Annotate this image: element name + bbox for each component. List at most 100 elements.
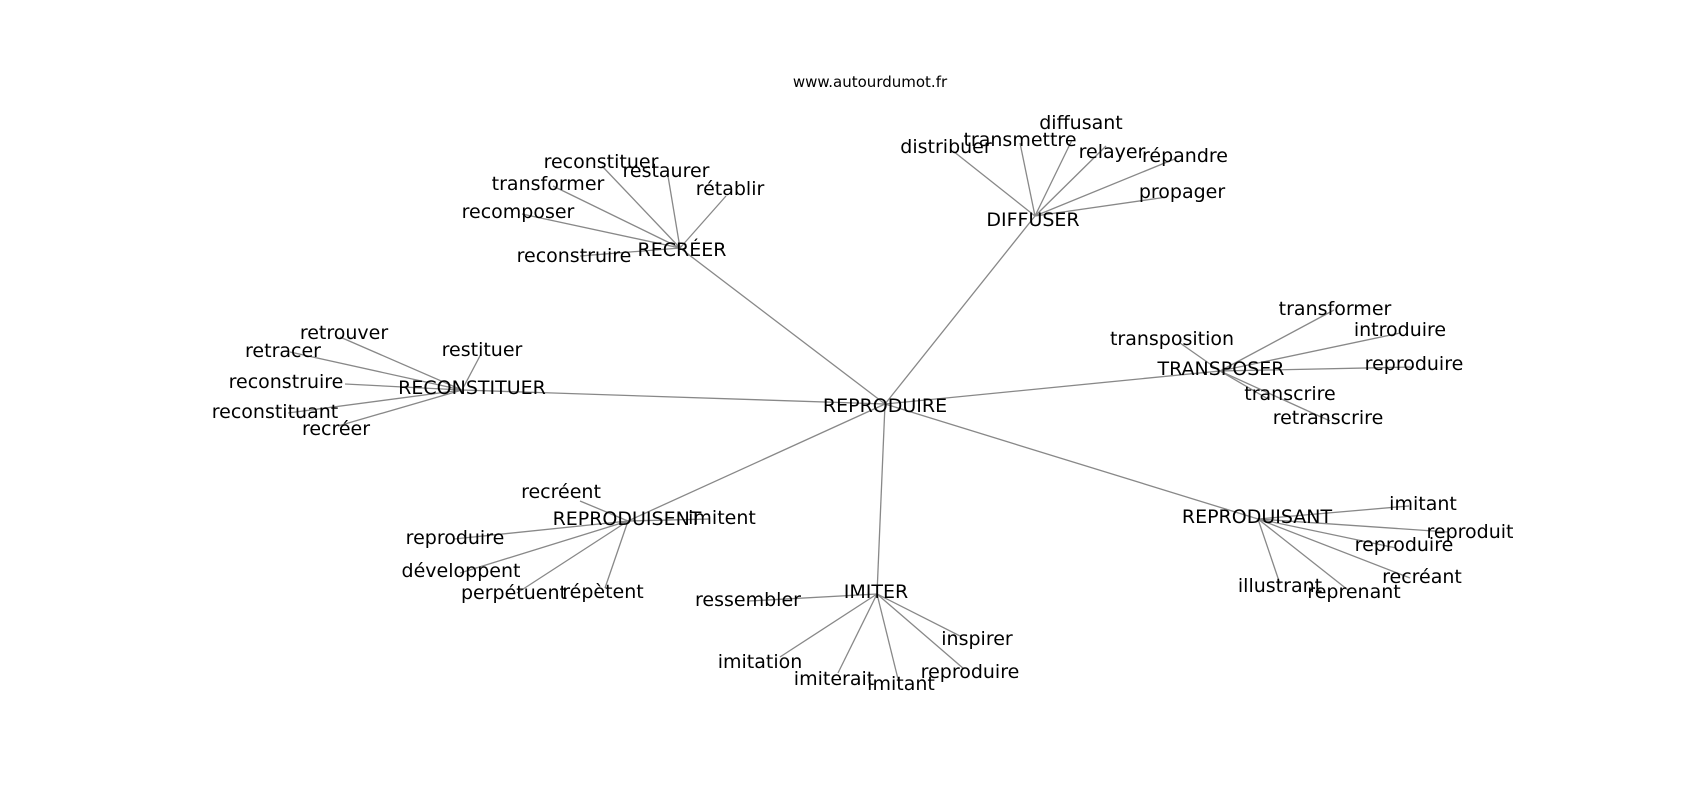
node-leaf-perpetuent[interactable]: perpétuent [461, 582, 567, 604]
node-leaf-recreant[interactable]: recréant [1382, 566, 1462, 588]
node-leaf-restaurer[interactable]: restaurer [622, 160, 709, 182]
edge-transposer-reproduire [1219, 366, 1415, 372]
edge-transposer-transformer [1219, 309, 1335, 372]
edge-center-reproduisent [627, 403, 886, 522]
node-hub-diffuser[interactable]: DIFFUSER [986, 209, 1079, 231]
node-leaf-reproduit[interactable]: reproduit [1427, 521, 1514, 543]
edge-center-diffuser [884, 215, 1036, 405]
node-leaf-recreer[interactable]: recréer [302, 418, 370, 440]
node-leaf-imitation[interactable]: imitation [718, 651, 803, 673]
edge-diffuser-repandre [1034, 157, 1178, 217]
edge-recreer-reconstituer [601, 165, 681, 249]
node-leaf-recreent[interactable]: recréent [521, 481, 601, 503]
edge-imiter-ressembler [748, 593, 878, 602]
edge-reproduisant-reproduit [1257, 518, 1449, 533]
node-leaf-imiterait[interactable]: imiterait [794, 668, 874, 690]
node-leaf-restituer[interactable]: restituer [442, 339, 523, 361]
edge-imiter-imiterait [837, 593, 878, 674]
node-leaf-relayer[interactable]: relayer [1079, 141, 1146, 163]
edge-transposer-introduire [1219, 332, 1401, 372]
node-leaf-imitant[interactable]: imitant [1389, 493, 1457, 515]
edge-diffuser-transmettre [1019, 142, 1036, 217]
edge-center-recreer [679, 247, 886, 405]
edge-reproduisant-reprenant [1257, 518, 1349, 591]
node-leaf-diffusant[interactable]: diffusant [1039, 112, 1123, 134]
node-leaf-reconstituer[interactable]: reconstituer [544, 151, 659, 173]
edge-reconstituer-retracer [289, 351, 463, 391]
edge-reproduisent-perpetuent [516, 520, 629, 594]
node-leaf-reconstruire[interactable]: reconstruire [229, 371, 344, 393]
edge-reproduisant-recreant [1257, 518, 1411, 579]
node-leaf-imitent[interactable]: imitent [688, 507, 756, 529]
node-leaf-propager[interactable]: propager [1139, 181, 1226, 203]
node-leaf-transposition[interactable]: transposition [1110, 328, 1234, 350]
node-hub-reconstituer[interactable]: RECONSTITUER [398, 377, 546, 399]
node-leaf-developpent[interactable]: développent [402, 560, 521, 582]
node-leaf-reconstruire[interactable]: reconstruire [517, 245, 632, 267]
edge-recreer-transformer [552, 185, 681, 249]
edge-reproduisent-repetent [604, 520, 629, 589]
node-leaf-repandre[interactable]: répandre [1142, 145, 1228, 167]
node-hub-reproduisent[interactable]: REPRODUISENT [553, 508, 702, 530]
edge-imiter-imitant [876, 593, 900, 684]
node-leaf-transcrire[interactable]: transcrire [1244, 383, 1335, 405]
edge-transposer-transcrire [1219, 370, 1269, 400]
node-leaf-recomposer[interactable]: recomposer [462, 201, 575, 223]
edge-transposer-retranscrire [1219, 370, 1331, 422]
edge-reproduisent-imitent [627, 518, 711, 522]
node-leaf-reprenant[interactable]: reprenant [1307, 581, 1400, 603]
edge-diffuser-distribuer [952, 150, 1036, 217]
node-leaf-transformer[interactable]: transformer [1279, 298, 1392, 320]
node-hub-transposer[interactable]: TRANSPOSER [1157, 358, 1285, 380]
node-leaf-retablir[interactable]: rétablir [696, 178, 765, 200]
edge-reconstituer-reconstituant [287, 389, 463, 414]
edge-reconstituer-retrouver [339, 336, 463, 391]
node-hub-reproduisant[interactable]: REPRODUISANT [1182, 506, 1333, 528]
node-leaf-retracer[interactable]: retracer [245, 340, 321, 362]
node-leaf-reproduire[interactable]: reproduire [1355, 534, 1454, 556]
graph-edges [287, 139, 1449, 684]
node-leaf-distribuer[interactable]: distribuer [900, 136, 992, 158]
edge-diffuser-propager [1034, 196, 1168, 217]
edge-reproduisant-reproduire [1257, 518, 1397, 549]
edge-diffuser-relayer [1034, 145, 1107, 217]
edge-reconstituer-restituer [461, 353, 482, 391]
node-leaf-reconstituant[interactable]: reconstituant [212, 401, 338, 423]
node-leaf-ressembler[interactable]: ressembler [695, 589, 801, 611]
node-leaf-reproduire[interactable]: reproduire [1365, 353, 1464, 375]
node-leaf-illustrant[interactable]: illustrant [1238, 575, 1322, 597]
edge-reproduisent-reproduire [453, 520, 629, 540]
edge-reconstituer-reconstruire [344, 383, 463, 391]
node-leaf-inspirer[interactable]: inspirer [941, 628, 1013, 650]
edge-transposer-transposition [1179, 342, 1221, 372]
edge-reproduisant-imitant [1257, 505, 1410, 520]
node-leaf-retrouver[interactable]: retrouver [300, 322, 389, 344]
edge-center-imiter [876, 403, 886, 595]
node-leaf-introduire[interactable]: introduire [1354, 319, 1446, 341]
node-leaf-transformer[interactable]: transformer [492, 173, 605, 195]
edge-reproduisant-illustrant [1257, 518, 1281, 585]
edge-imiter-inspirer [876, 593, 961, 637]
edge-reproduisent-developpent [459, 520, 629, 574]
node-leaf-retranscrire[interactable]: retranscrire [1273, 407, 1384, 429]
site-watermark: www.autourdumot.fr [793, 73, 948, 91]
edge-recreer-reconstruire [579, 247, 681, 257]
edge-imiter-reproduire [876, 593, 965, 670]
node-hub-recreer[interactable]: RECRÉER [638, 238, 727, 261]
edge-center-reconstituer [461, 389, 886, 405]
node-leaf-transmettre[interactable]: transmettre [963, 129, 1076, 151]
node-leaf-reproduire[interactable]: reproduire [406, 527, 505, 549]
node-hub-imiter[interactable]: IMITER [844, 581, 908, 603]
edge-reconstituer-recreer [337, 389, 463, 427]
node-leaf-repetent[interactable]: répètent [562, 581, 643, 603]
edge-recreer-recomposer [521, 213, 681, 249]
node-leaf-imitant[interactable]: imitant [867, 673, 935, 695]
edge-center-reproduisant [884, 403, 1259, 520]
node-center-reproduire[interactable]: REPRODUIRE [823, 395, 947, 417]
node-leaf-reproduire[interactable]: reproduire [921, 661, 1020, 683]
edge-recreer-retablir [679, 195, 727, 249]
edge-recreer-restaurer [667, 175, 681, 249]
edge-reproduisent-recreent [579, 500, 629, 522]
edge-imiter-imitation [779, 593, 878, 658]
